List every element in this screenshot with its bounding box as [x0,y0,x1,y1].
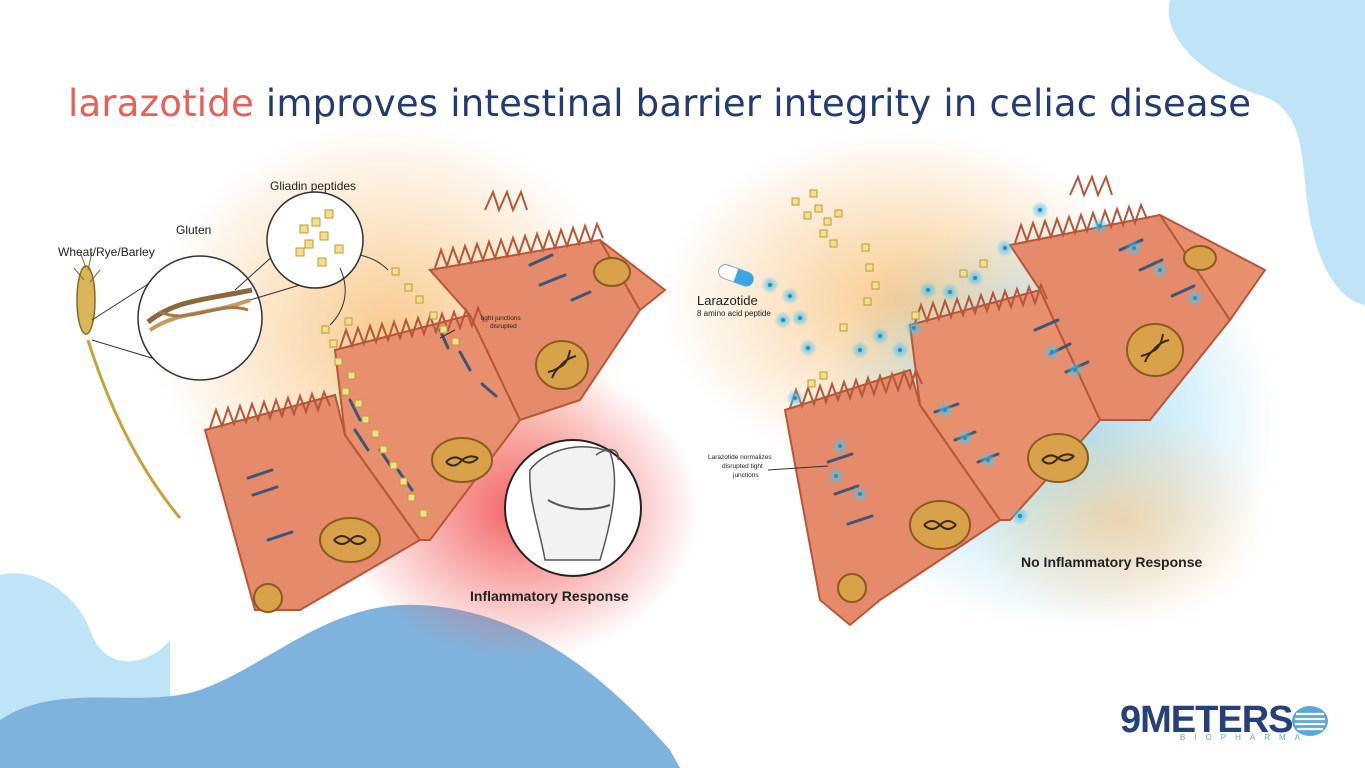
label-drug-sub: 8 amino acid peptide [697,309,771,318]
tight-pointer [439,329,456,339]
label-no-inflammatory: No Inflammatory Response [1021,554,1202,570]
logo-word: 9METERS [1120,699,1293,741]
right-gliadin-peptides [791,189,988,388]
dna-icon-right [923,333,1170,530]
left-tight-junctions [246,253,592,542]
gut-icon [1292,706,1328,736]
title-rest: improves intestinal barrier integrity in… [253,82,1252,125]
label-normalizes-2: disrupted tight [722,463,763,470]
label-tight-2: disrupted [490,323,517,330]
label-normalizes-1: Larazotide normalizes [708,454,772,461]
company-logo: 9METERS BIOPHARMA [1120,700,1340,748]
slide-title: larazotide improves intestinal barrier i… [68,82,1251,125]
title-accent: larazotide [68,82,254,125]
label-normalizes-3: junctions [732,472,759,479]
label-gliadin: Gliadin peptides [270,179,356,193]
top-right-blob [1168,0,1365,305]
normalizes-pointer [767,465,829,471]
larazotide-molecules [761,201,1204,525]
label-drug: Larazotide [697,293,758,308]
label-gluten: Gluten [176,223,211,237]
gluten-callout [91,255,263,381]
gliadin-peptides [321,267,460,518]
dna-icon [333,349,577,545]
gliadin-callout [234,191,389,326]
label-inflammatory: Inflammatory Response [470,588,629,604]
wheat-icon [73,251,182,519]
label-wheat: Wheat/Rye/Barley [58,245,155,259]
label-tight-1: tight junctions [481,315,521,322]
logo-sub: BIOPHARMA [1180,733,1310,742]
pill-icon [718,264,754,287]
person-pain-icon [504,439,642,577]
